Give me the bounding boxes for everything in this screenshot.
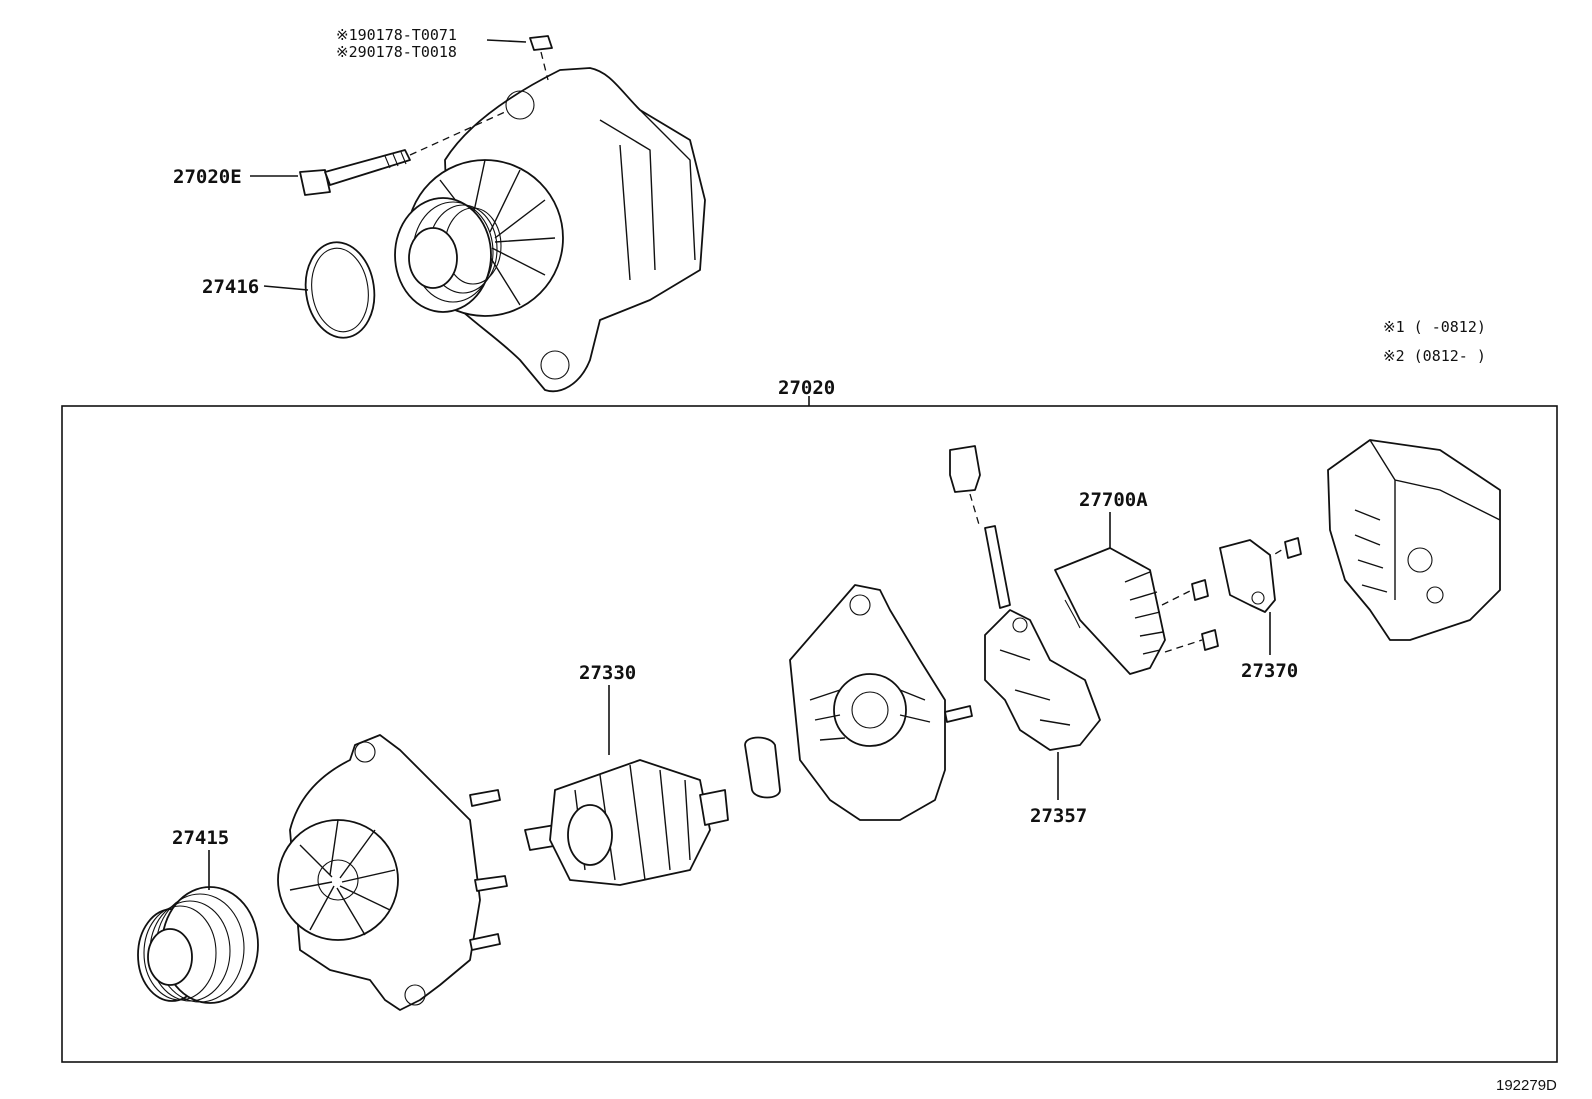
legend-note-2: ※2 (0812- ) (1383, 347, 1486, 365)
washer-27416-drawing (304, 241, 376, 339)
figure-id: 192279D (1496, 1077, 1557, 1094)
label-27020e: 27020E (173, 166, 242, 188)
seal-ring-drawing (744, 736, 781, 799)
note-bolt-1: ※190178-T0071 (336, 26, 457, 44)
rectifier-end-frame-drawing (789, 584, 973, 821)
rotor-27330-drawing (524, 759, 729, 886)
rear-cover-drawing (1327, 439, 1501, 641)
alternator-assembly-drawing (394, 35, 706, 393)
label-27416: 27416 (202, 276, 259, 298)
label-27020: 27020 (778, 377, 835, 399)
legend-note-1: ※1 ( -0812) (1383, 318, 1486, 336)
terminal-insulator-drawing (949, 445, 1011, 609)
drive-end-frame-drawing (277, 734, 508, 1011)
bracket-27370-drawing (1219, 539, 1276, 613)
label-27357: 27357 (1030, 805, 1087, 827)
brush-holder-27357-drawing (984, 609, 1101, 751)
label-27415: 27415 (172, 827, 229, 849)
bolt-27020e-drawing (299, 111, 506, 196)
label-27330: 27330 (579, 662, 636, 684)
screws-drawing (1161, 537, 1302, 653)
pulley-27415-drawing (137, 886, 259, 1004)
regulator-27700a-drawing (1054, 547, 1166, 675)
label-27700a: 27700A (1079, 489, 1148, 511)
note-bolt-2: ※290178-T0018 (336, 43, 457, 61)
label-27370: 27370 (1241, 660, 1298, 682)
